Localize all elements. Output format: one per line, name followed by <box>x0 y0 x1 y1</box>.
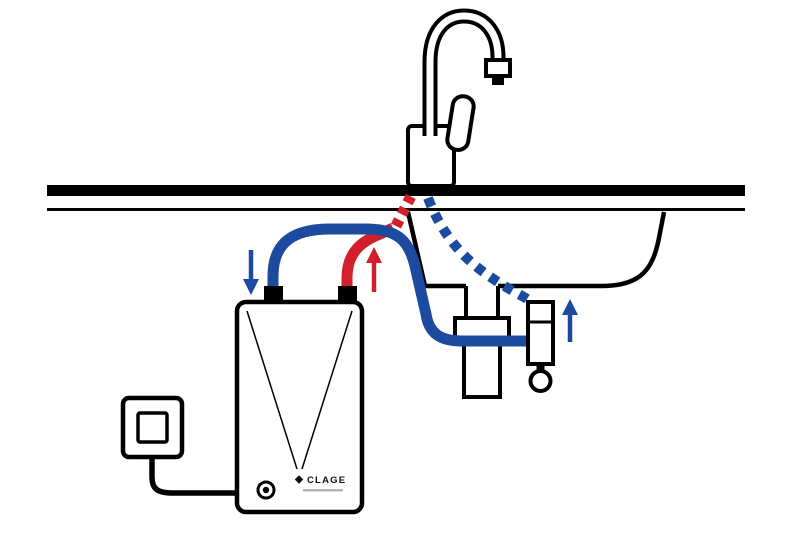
faucet <box>406 8 512 188</box>
countertop-underside-line <box>47 208 745 211</box>
heater-model-text-bar <box>303 489 343 492</box>
clage-logo: CLAGE <box>294 475 346 492</box>
cold-up-arrow-head <box>562 299 578 315</box>
heater-inlet-nipple <box>264 286 283 302</box>
faucet-spout <box>484 58 512 78</box>
water-heater: CLAGE <box>234 286 365 515</box>
drain-tailpiece <box>464 286 500 318</box>
hot-flow-up-arrow <box>366 247 382 292</box>
countertop <box>47 185 745 211</box>
brand-label: CLAGE <box>307 475 346 486</box>
outlet-socket <box>136 411 169 444</box>
heater-button-dot <box>262 486 270 494</box>
angle-valve <box>526 300 555 393</box>
hot-up-arrow-head <box>366 247 382 263</box>
power-outlet <box>120 395 185 460</box>
drain-trap-cup <box>462 338 502 399</box>
flow-arrows <box>243 247 578 342</box>
cold-flow-down-arrow <box>243 250 259 295</box>
clage-logo-icon <box>294 475 304 484</box>
cold-down-arrow-head <box>243 279 259 295</box>
valve-handle <box>528 369 553 393</box>
faucet-gooseneck-inner <box>426 12 502 136</box>
hot-water-pipe-hidden-section <box>391 191 417 229</box>
faucet-aerator-tip <box>492 76 504 85</box>
heater-body <box>234 299 365 515</box>
heater-panel-seams <box>246 310 353 470</box>
countertop-surface <box>47 185 745 196</box>
cold-water-pipe <box>267 223 528 347</box>
heater-outlet-nipple <box>338 286 357 302</box>
valve-body <box>526 300 555 366</box>
faucet-lever-handle <box>445 94 476 152</box>
sink-basin <box>405 211 667 289</box>
cold-water-hose-hidden <box>423 196 544 316</box>
power-cable <box>149 457 237 496</box>
cold-flow-up-arrow <box>562 299 578 342</box>
